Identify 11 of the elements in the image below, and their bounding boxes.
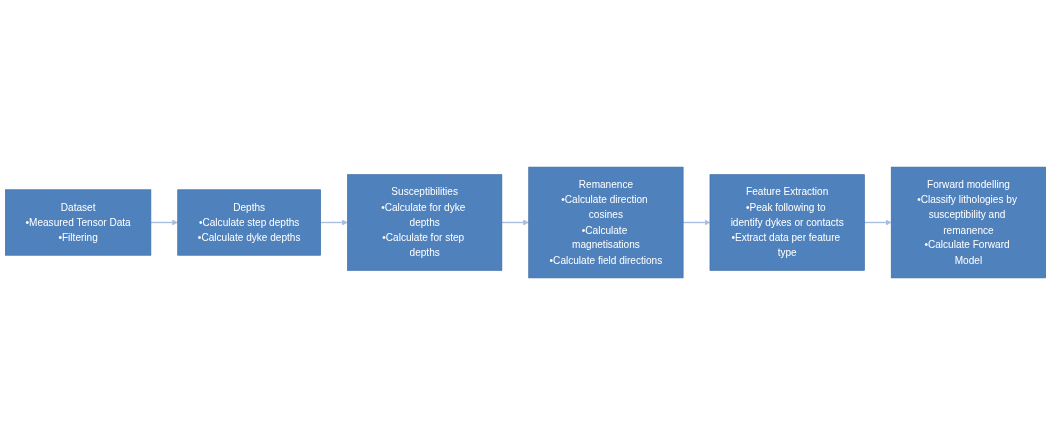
node-box: Remanence •Calculate direction cosines •Calculate magnetisations •Calculate field directions (528, 166, 684, 279)
node-box: Depths •Calculate step depths •Calculate dyke depths (177, 189, 321, 256)
arrow (501, 219, 529, 226)
node-box: Forward modelling •Classify lithologies by susceptibility and remanence •Calculate Forward Model (890, 166, 1046, 279)
arrow (863, 219, 892, 226)
arrow (682, 219, 711, 226)
node-box: Dataset •Measured Tensor Data •Filtering (5, 189, 152, 256)
node-box: Susceptibilities •Calculate for dyke depths •Calculate for step depths (347, 174, 503, 271)
node-box: Feature Extraction •Peak following to identify dykes or contacts •Extract data per feature type (709, 174, 865, 271)
arrow (150, 219, 178, 226)
arrow (319, 219, 348, 226)
